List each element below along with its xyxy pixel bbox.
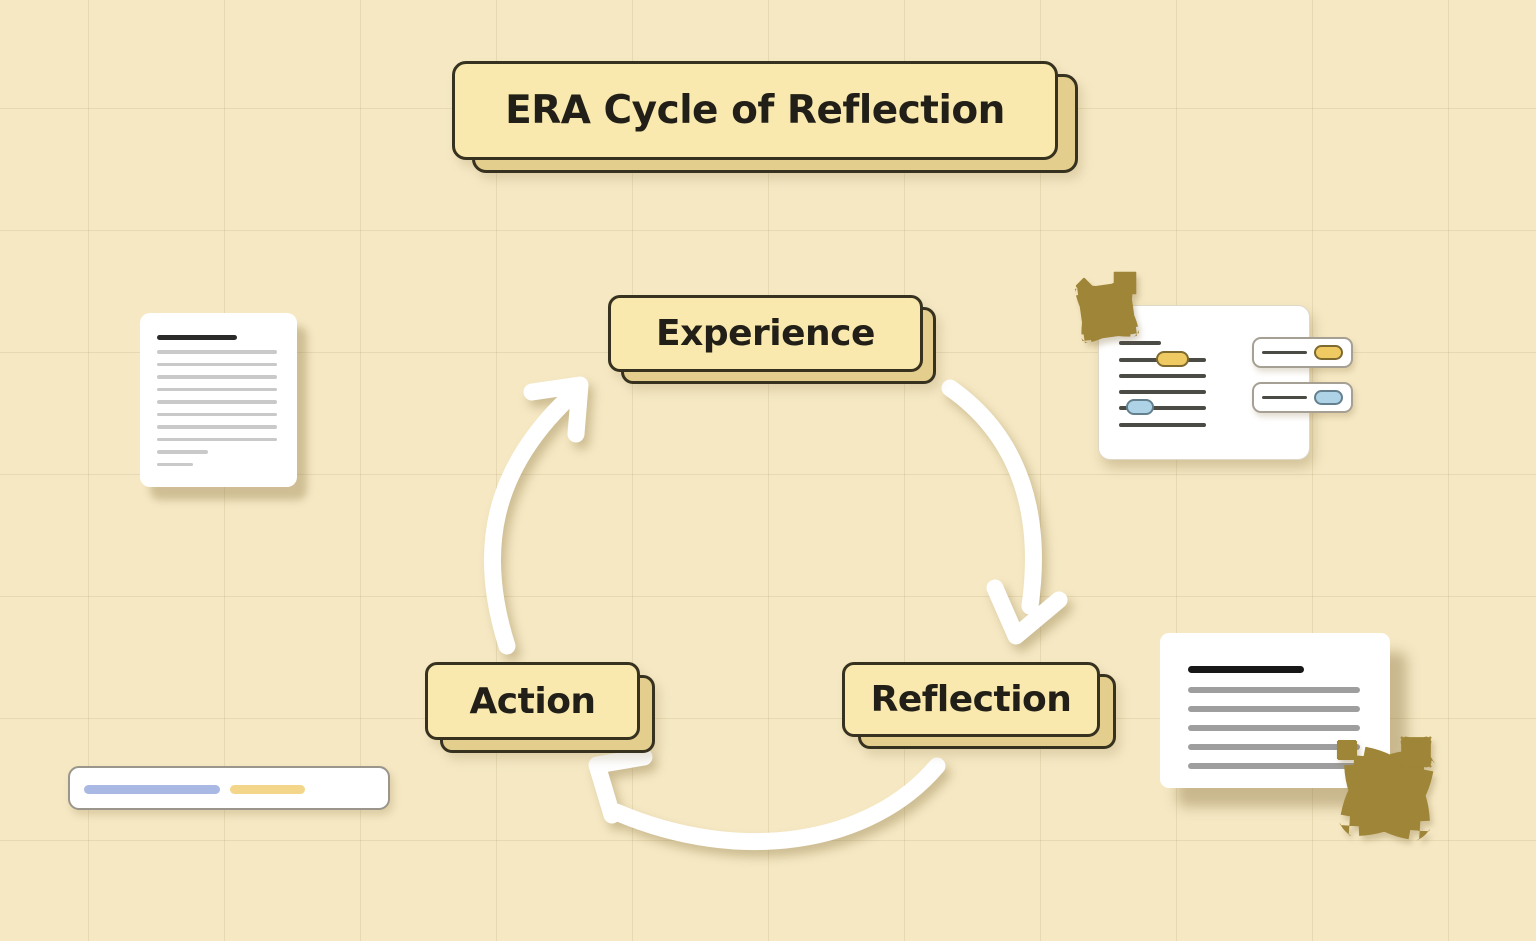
node-action-label: Action <box>425 662 640 740</box>
mini-card-line <box>1262 395 1307 400</box>
doc-text-line-short <box>157 462 193 466</box>
doc-text-line-short <box>157 450 208 454</box>
doc-text-line <box>157 425 277 429</box>
doc-text-line <box>157 437 277 441</box>
document-card-right <box>1160 633 1390 788</box>
slider-track <box>1119 423 1206 427</box>
doc-text-line <box>157 375 277 379</box>
sparkle-icon <box>1076 278 1092 294</box>
arrowhead-icon <box>986 579 1068 645</box>
node-action: Action <box>425 662 655 753</box>
node-reflection-label: Reflection <box>842 662 1100 737</box>
arrowhead-icon <box>588 748 653 824</box>
node-reflection: Reflection <box>842 662 1116 749</box>
page-title: ERA Cycle of Reflection <box>452 61 1058 160</box>
sparkle-icon <box>1403 739 1429 765</box>
doc-title-line <box>1188 666 1304 673</box>
arrow-experience-to-reflection <box>941 379 1068 645</box>
doc-text-line <box>157 350 277 354</box>
slider-handle-blue <box>1126 399 1154 415</box>
slider-handle-yellow <box>1156 351 1189 367</box>
doc-text-line <box>157 387 277 391</box>
arrow-action-to-experience <box>483 376 589 655</box>
slider-track <box>1119 341 1161 345</box>
sparkle-icon <box>1115 273 1135 293</box>
mini-card-blue <box>1252 382 1353 413</box>
doc-text-line <box>1188 687 1360 693</box>
doc-text-line <box>1188 725 1360 731</box>
mini-card-line <box>1262 350 1307 355</box>
arrow-arc <box>483 382 585 655</box>
doc-text-line <box>157 362 277 366</box>
arrow-arc <box>941 379 1042 615</box>
doc-text-line <box>157 412 277 416</box>
toggle-pill-yellow <box>1314 345 1343 360</box>
progress-segment-yellow <box>230 785 305 794</box>
doc-text-line <box>157 400 277 404</box>
doc-text-line <box>1188 763 1360 769</box>
node-experience-label: Experience <box>608 295 923 372</box>
arrow-arc <box>607 757 946 850</box>
title-banner: ERA Cycle of Reflection <box>452 61 1078 173</box>
doc-title-line <box>157 335 237 340</box>
slider-track <box>1119 374 1206 378</box>
slider-track <box>1119 406 1206 410</box>
arrowhead-icon <box>523 376 589 443</box>
slider-track <box>1119 390 1206 394</box>
toggle-pill-blue <box>1314 390 1343 405</box>
progress-bar <box>68 766 390 810</box>
document-card-left <box>140 313 297 487</box>
progress-segment-blue <box>84 785 220 794</box>
mini-card-yellow <box>1252 337 1353 368</box>
node-experience: Experience <box>608 295 936 384</box>
arrow-reflection-to-action <box>588 748 946 850</box>
doc-text-line <box>1188 744 1360 750</box>
doc-text-line <box>1188 706 1360 712</box>
